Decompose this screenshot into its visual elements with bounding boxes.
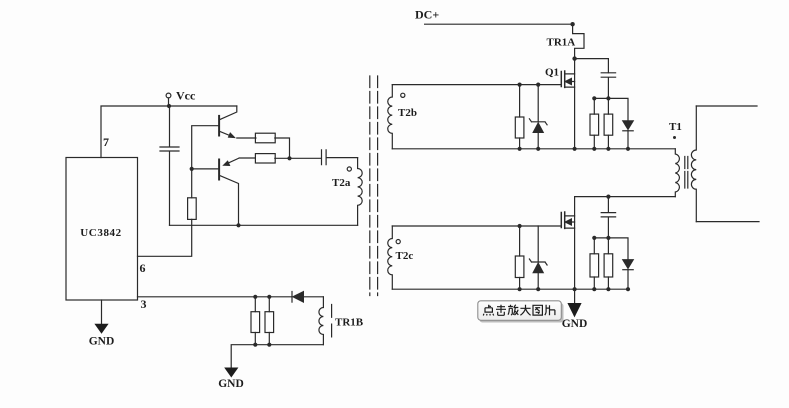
svg-text:TR1A: TR1A <box>547 37 576 49</box>
svg-text:T2a: T2a <box>332 177 351 189</box>
svg-text:T2c: T2c <box>396 250 414 262</box>
svg-text:Vcc: Vcc <box>176 89 196 103</box>
svg-text:UC3842: UC3842 <box>80 227 122 239</box>
svg-text:6: 6 <box>140 261 146 275</box>
svg-text:T2b: T2b <box>398 107 417 119</box>
svg-text:GND: GND <box>218 378 244 390</box>
svg-text:TR1B: TR1B <box>335 317 364 329</box>
svg-text:Q1: Q1 <box>545 67 559 79</box>
svg-text:GND: GND <box>562 318 588 330</box>
svg-text:GND: GND <box>89 336 115 348</box>
svg-text:DC+: DC+ <box>415 8 439 22</box>
svg-text:T1: T1 <box>669 121 682 133</box>
svg-text:3: 3 <box>141 297 147 311</box>
svg-text:7: 7 <box>103 135 109 149</box>
